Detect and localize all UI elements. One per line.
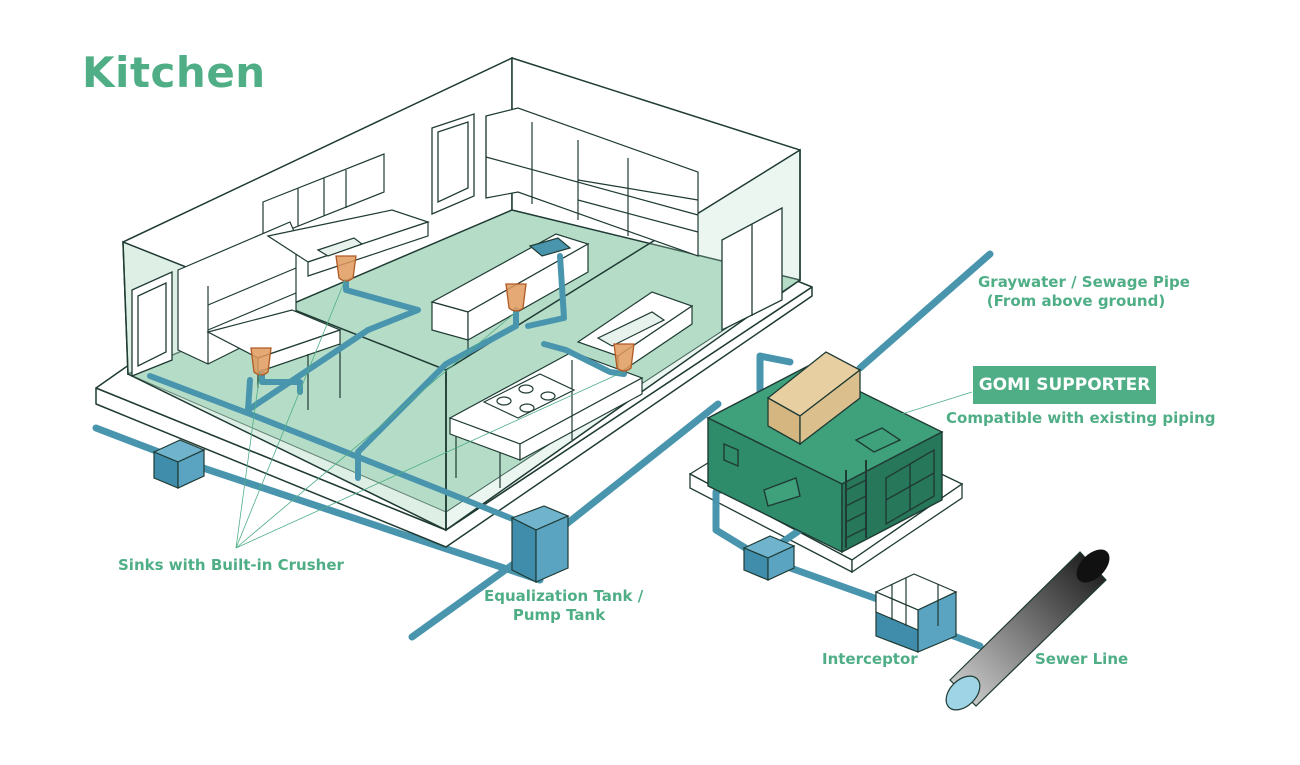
kitchen-pipes	[147, 253, 627, 533]
gomi-tank-box	[766, 351, 862, 446]
crusher-icon	[613, 343, 635, 372]
sewer-line-pipe	[945, 549, 1110, 711]
crusher-icon	[335, 255, 357, 282]
sinks-label: Sinks with Built-in Crusher	[118, 556, 344, 574]
graywater-pipe-label-line2: (From above ground)	[986, 292, 1166, 310]
left-tank	[152, 439, 206, 489]
gomi-pointer-line	[901, 391, 973, 415]
gomi-small-tank	[742, 535, 796, 581]
sewer-line-label: Sewer Line	[1035, 650, 1129, 668]
crusher-icon	[505, 283, 527, 312]
stove-burners	[482, 373, 576, 419]
equalization-tank-label-line2: Pump Tank	[512, 606, 606, 624]
page-title: Kitchen	[82, 48, 266, 97]
doors	[131, 113, 783, 377]
equalization-tank-label: Equalization Tank / Pump Tank	[484, 587, 644, 625]
equalization-tank	[510, 505, 570, 583]
sink-pointer-lines	[235, 279, 624, 549]
graywater-pipe-label: Graywater / Sewage Pipe (From above grou…	[978, 273, 1190, 311]
gomi-supporter-badge: GOMI SUPPORTER	[973, 366, 1156, 404]
equalization-tank-label-line1: Equalization Tank /	[484, 587, 644, 605]
interceptor-label: Interceptor	[822, 650, 918, 668]
back-shelving	[485, 107, 699, 257]
interceptor-tank	[874, 573, 958, 653]
sink-crushers	[250, 255, 635, 376]
gomi-supporter-subtitle: Compatible with existing piping	[946, 409, 1216, 427]
graywater-pipe-label-line1: Graywater / Sewage Pipe	[978, 273, 1190, 291]
crusher-icon	[250, 347, 272, 376]
